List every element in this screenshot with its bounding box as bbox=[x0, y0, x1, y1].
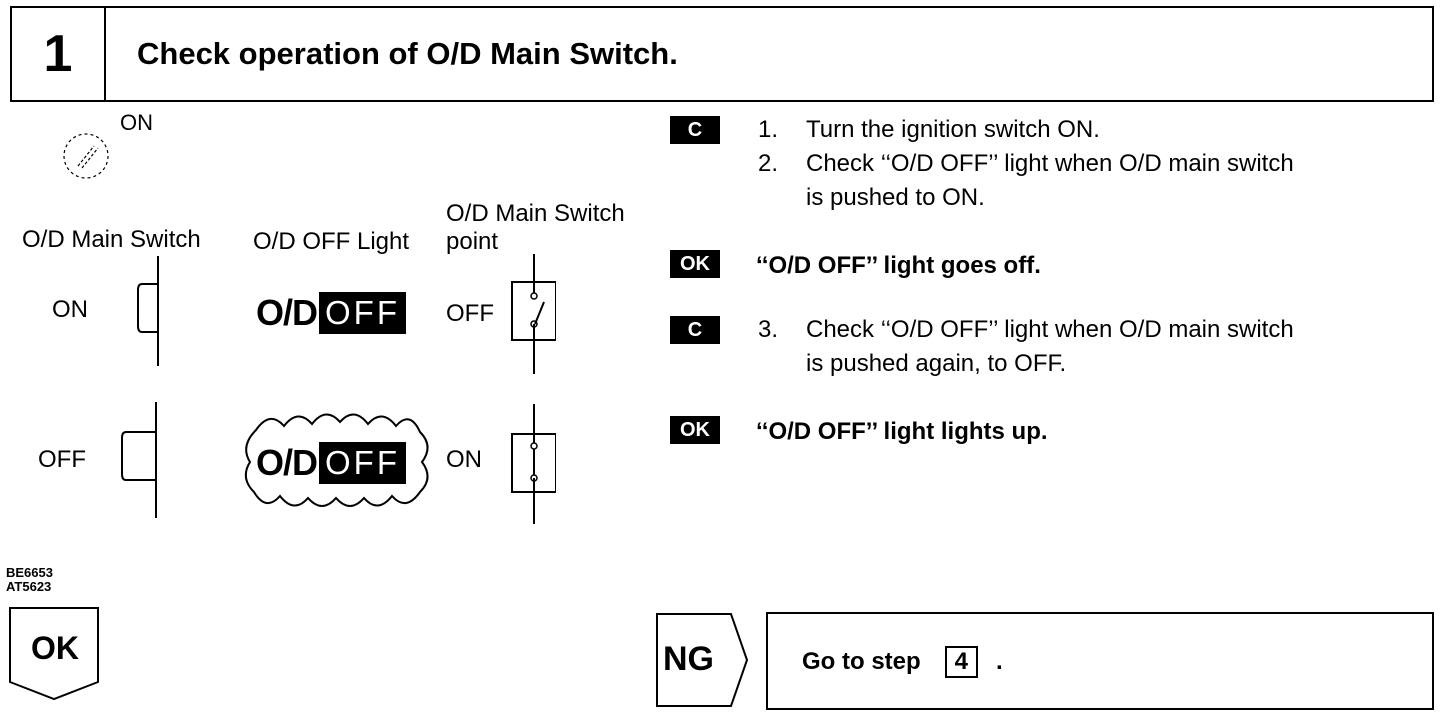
goto-period: . bbox=[996, 648, 1003, 675]
step2-line2: is pushed to ON. bbox=[806, 184, 985, 211]
step-reference[interactable]: 4 bbox=[944, 646, 979, 678]
main-switch-on-symbol bbox=[137, 256, 159, 366]
light-glow-burst bbox=[244, 413, 429, 507]
step1-text: Turn the ignition switch ON. bbox=[806, 116, 1100, 143]
step2-line1: Check ‘‘O/D OFF’’ light when O/D main sw… bbox=[806, 150, 1294, 177]
main-switch-off-symbol bbox=[121, 402, 157, 518]
od-text: O/D bbox=[256, 442, 318, 483]
off-text: OFF bbox=[319, 442, 406, 484]
ok1-text: ‘‘O/D OFF’’ light goes off. bbox=[756, 252, 1041, 279]
figure-code-1: BE6653 bbox=[6, 565, 53, 580]
check-tag: C bbox=[670, 316, 720, 344]
ng-arrow-shape bbox=[656, 613, 749, 707]
ok-arrow-shape bbox=[9, 607, 99, 701]
ignition-key-icon bbox=[63, 133, 109, 179]
row1-point-state: OFF bbox=[446, 300, 494, 327]
step2-num: 2. bbox=[758, 150, 779, 177]
goto-step-box: Go to step 4. bbox=[766, 612, 1434, 710]
od-off-light-lit: O/D OFF bbox=[256, 442, 406, 484]
goto-step-text: Go to step 4. bbox=[802, 646, 1003, 678]
off-text: OFF bbox=[319, 292, 406, 334]
col-point-line2: point bbox=[446, 228, 499, 255]
step1-num: 1. bbox=[758, 116, 779, 143]
row1-switch-state: ON bbox=[52, 296, 88, 323]
step3-line2: is pushed again, to OFF. bbox=[806, 350, 1067, 377]
goto-label: Go to step bbox=[802, 648, 921, 675]
col-light: O/D OFF Light bbox=[253, 228, 410, 255]
ng-result-label: NG bbox=[663, 640, 714, 678]
figure-code-2: AT5623 bbox=[6, 579, 52, 594]
ok-tag: OK bbox=[670, 416, 720, 444]
ok2-text: ‘‘O/D OFF’’ light lights up. bbox=[756, 418, 1048, 445]
step3-num: 3. bbox=[758, 316, 779, 343]
od-off-light-unlit: O/D OFF bbox=[256, 292, 406, 334]
row2-switch-state: OFF bbox=[38, 446, 86, 473]
step-number: 1 bbox=[12, 8, 106, 100]
page-title: Check operation of O/D Main Switch. bbox=[137, 36, 678, 71]
step3-line1: Check ‘‘O/D OFF’’ light when O/D main sw… bbox=[806, 316, 1294, 343]
ignition-on-label: ON bbox=[120, 110, 153, 135]
col-point-line1: O/D Main Switch bbox=[446, 200, 625, 227]
ok-tag: OK bbox=[670, 250, 720, 278]
row2-point-state: ON bbox=[446, 446, 482, 473]
ok-result-label: OK bbox=[31, 630, 79, 666]
check-tag: C bbox=[670, 116, 720, 144]
step-header: 1 Check operation of O/D Main Switch. bbox=[10, 6, 1434, 102]
od-text: O/D bbox=[256, 292, 318, 333]
switch-point-closed-symbol bbox=[511, 404, 556, 524]
switch-point-open-symbol bbox=[511, 254, 556, 374]
col-main-switch: O/D Main Switch bbox=[22, 226, 201, 253]
